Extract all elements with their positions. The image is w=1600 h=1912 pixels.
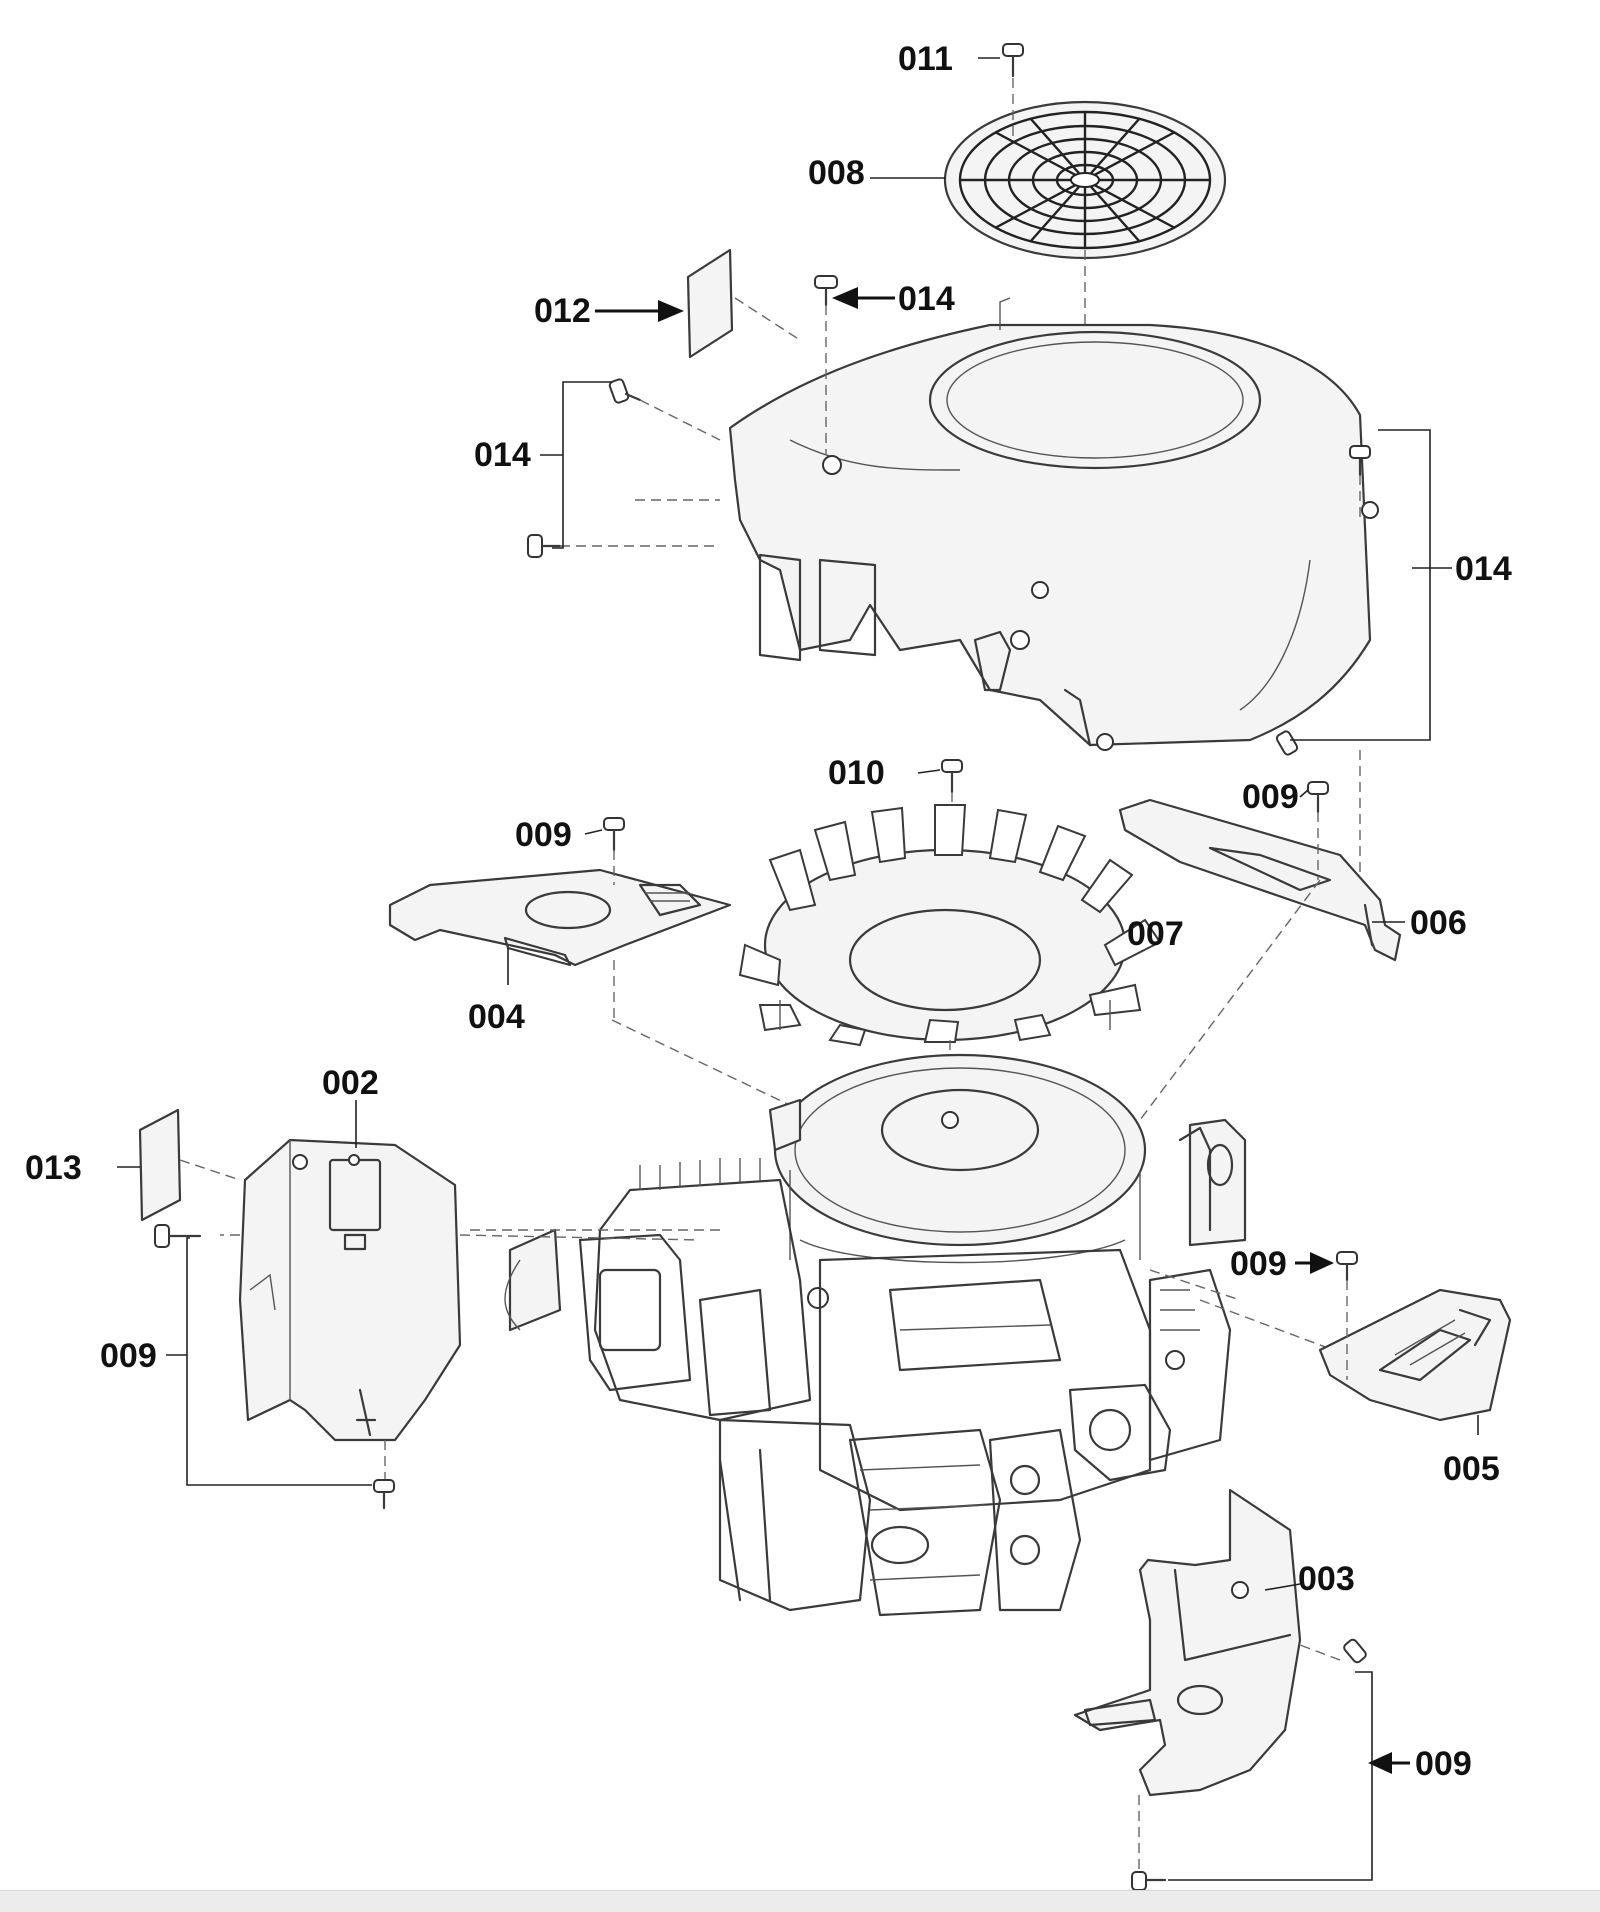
callout-009-top-left: 009: [515, 816, 572, 854]
callout-004: 004: [468, 998, 525, 1036]
arrow-009-bottom: [1368, 1752, 1410, 1774]
callout-009-bottom: 009: [1415, 1745, 1472, 1783]
callout-014-top: 014: [898, 280, 955, 318]
callout-010: 010: [828, 754, 885, 792]
callout-005: 005: [1443, 1450, 1500, 1488]
decal-013: [138, 1108, 182, 1222]
blower-housing: [728, 297, 1379, 751]
callout-002: 002: [322, 1064, 379, 1102]
callout-008: 008: [808, 154, 865, 192]
callout-003: 003: [1298, 1560, 1355, 1598]
arrow-009-mid-right: [1295, 1252, 1334, 1274]
engine-block: [504, 1053, 1247, 1617]
decal-012: [686, 248, 734, 359]
arrow-012: [595, 300, 684, 322]
screw-009-005: [1336, 1251, 1358, 1282]
baffle-006: [1118, 798, 1402, 962]
callout-014-left: 014: [474, 436, 531, 474]
screw-011: [1002, 43, 1024, 78]
screw-014-right-upper: [1349, 445, 1371, 477]
screw-014-top: [814, 275, 838, 307]
callout-012: 012: [534, 292, 591, 330]
page-bottom-edge: [0, 1890, 1600, 1912]
screw-014-right-lower: [1275, 730, 1299, 756]
callout-009-top-right: 009: [1242, 778, 1299, 816]
screw-009-left-lower: [373, 1479, 395, 1510]
callout-009-left: 009: [100, 1337, 157, 1375]
callout-009-mid-right: 009: [1230, 1245, 1287, 1283]
screw-009-006: [1307, 781, 1329, 814]
screw-009-003-upper: [1343, 1638, 1367, 1664]
screw-009-004: [603, 817, 625, 852]
screw-009-003-lower: [1131, 1871, 1167, 1891]
screw-010: [941, 759, 963, 794]
cover-005: [1318, 1288, 1512, 1422]
callout-006: 006: [1410, 904, 1467, 942]
shroud-002: [238, 1138, 462, 1442]
callout-011: 011: [898, 40, 953, 78]
shroud-003: [1073, 1488, 1302, 1797]
arrow-014-top: [832, 287, 895, 309]
baffle-004: [388, 868, 732, 967]
callout-007: 007: [1127, 915, 1184, 953]
callout-013: 013: [25, 1149, 82, 1187]
screw-014-left-upper: [608, 378, 642, 404]
screw-014-left-lower: [527, 534, 562, 558]
grill-screen-008: [943, 100, 1227, 260]
cooling-fan-007: [738, 804, 1162, 1047]
screw-009-left-upper: [154, 1224, 202, 1248]
callout-014-right: 014: [1455, 550, 1512, 588]
